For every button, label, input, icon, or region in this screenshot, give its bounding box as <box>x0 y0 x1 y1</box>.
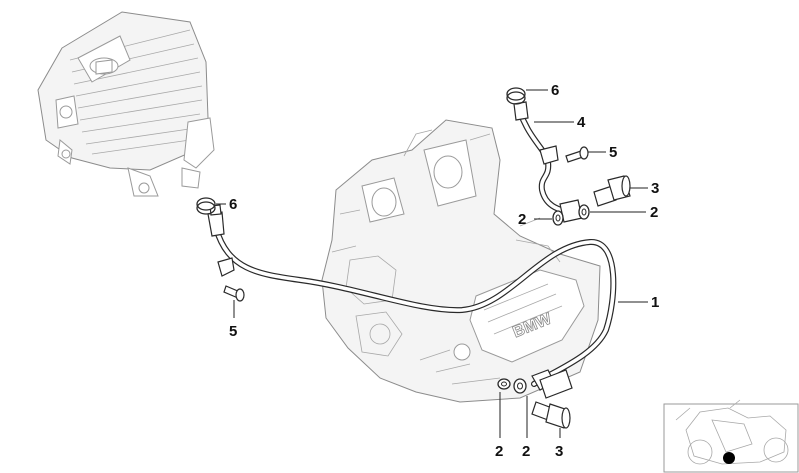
hose-clamp-upper <box>506 87 526 105</box>
screw-left <box>223 285 245 302</box>
callout-6-left: 6 <box>229 196 237 213</box>
callout-1: 1 <box>651 294 659 311</box>
callout-3-lower: 3 <box>555 443 563 460</box>
callout-2-upper-right: 2 <box>650 204 658 221</box>
oil-line-1 <box>207 204 617 399</box>
oil-cooler <box>37 11 215 197</box>
leader-lines <box>216 89 648 438</box>
hose-clamp-left <box>196 197 216 215</box>
callout-4: 4 <box>577 114 586 131</box>
hollow-bolt-upper <box>593 175 631 207</box>
callout-2-lower-left: 2 <box>495 443 503 460</box>
callout-5-left: 5 <box>229 323 237 340</box>
oil-line-4 <box>513 101 583 223</box>
screw-upper <box>565 146 589 163</box>
callout-2-upper-left: 2 <box>518 211 526 228</box>
motorcycle-locator-icon <box>663 399 799 473</box>
callout-labels: 6 4 5 3 2 2 6 5 1 2 2 3 <box>229 82 659 460</box>
callout-6-upper: 6 <box>551 82 559 99</box>
callout-2-lower-mid: 2 <box>522 443 530 460</box>
sealing-washers <box>497 204 590 394</box>
callout-3-upper: 3 <box>651 180 659 197</box>
engine-block: BMW <box>321 119 601 403</box>
locator-marker <box>723 452 735 464</box>
callout-5-upper: 5 <box>609 144 617 161</box>
hollow-bolt-lower <box>531 401 571 429</box>
